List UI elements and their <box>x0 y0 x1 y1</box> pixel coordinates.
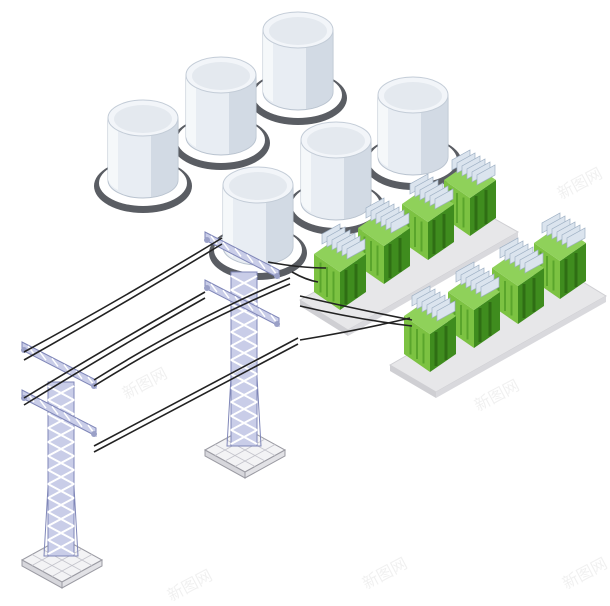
radiator-fins <box>451 149 496 186</box>
transformer-unit <box>444 149 496 236</box>
power-line <box>23 237 223 353</box>
power-line <box>291 271 319 283</box>
radiator-fins <box>541 212 586 249</box>
radiator-fins <box>321 223 366 260</box>
power-line <box>299 305 413 327</box>
radiator-fins <box>499 237 544 274</box>
tower-crossarm-upper <box>21 341 97 389</box>
transmission-tower-back <box>203 231 287 479</box>
storage-tank <box>364 76 462 190</box>
power-line <box>93 277 291 381</box>
radiator-fins <box>365 197 410 234</box>
power-line <box>23 297 206 406</box>
storage-tank <box>172 56 270 170</box>
power-line <box>23 291 206 399</box>
storage-tank <box>287 121 385 235</box>
power-line <box>93 337 299 447</box>
insulator <box>91 431 97 437</box>
radiator-fins <box>409 173 454 210</box>
power-line <box>267 261 327 269</box>
transformer-unit <box>314 223 366 310</box>
power-line <box>23 243 223 361</box>
radiator-fins <box>455 261 500 298</box>
transmission-tower-front <box>20 341 104 589</box>
storage-tank <box>94 99 192 213</box>
power-line <box>299 317 411 341</box>
power-line <box>93 343 299 453</box>
storage-tanks <box>94 11 462 280</box>
transformer-unit <box>534 212 586 299</box>
insulator <box>204 285 210 291</box>
transformer-yard <box>299 149 607 398</box>
insulator <box>274 321 280 327</box>
transformer-unit <box>358 197 410 284</box>
insulator <box>274 273 280 279</box>
insulator <box>204 237 210 243</box>
radiator-fins <box>411 285 456 322</box>
power-line <box>299 295 413 321</box>
storage-tank <box>209 166 307 280</box>
storage-tank <box>249 11 347 125</box>
power-line <box>93 283 291 387</box>
transformer-unit <box>404 285 456 372</box>
power-lines <box>23 237 413 453</box>
